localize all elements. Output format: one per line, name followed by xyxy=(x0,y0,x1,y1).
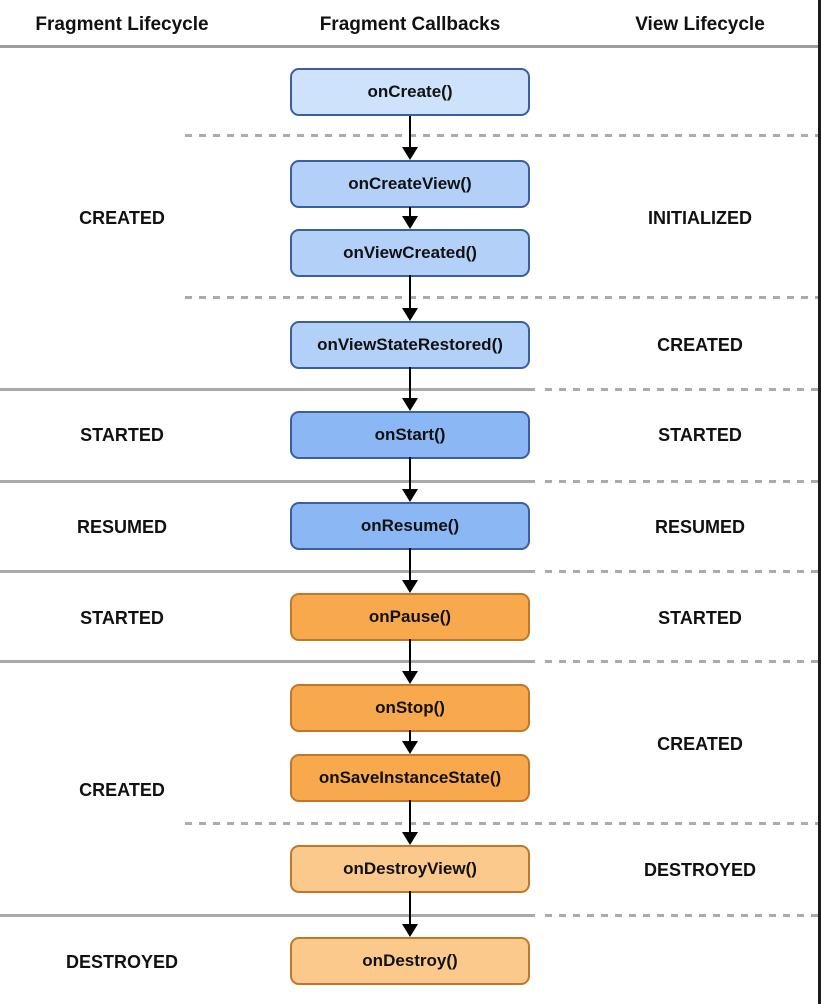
callback-box-oncreate: onCreate() xyxy=(290,68,530,116)
view-state-label: DESTROYED xyxy=(643,860,757,880)
callback-label: onStop() xyxy=(375,698,445,717)
divider-dashed xyxy=(545,480,821,483)
callback-label: onPause() xyxy=(368,607,452,626)
flow-arrow-icon xyxy=(401,730,419,754)
fragment-state-label: RESUMED xyxy=(76,517,167,537)
divider-solid xyxy=(0,914,535,917)
callback-label: onCreate() xyxy=(367,82,453,101)
divider-solid xyxy=(0,388,535,391)
divider-dashed xyxy=(545,914,821,917)
callback-label: onDestroy() xyxy=(362,951,458,970)
callback-box-onsaveinstancestate: onSaveInstanceState() xyxy=(290,754,530,802)
callback-label: onViewCreated() xyxy=(343,243,477,262)
window-right-edge xyxy=(818,0,821,1004)
fragment-state-label: CREATED xyxy=(79,780,165,800)
divider-solid xyxy=(0,660,535,663)
callback-label: onResume() xyxy=(360,516,460,535)
column-header-fragment-callbacks: Fragment Callbacks xyxy=(319,14,501,35)
divider-solid xyxy=(0,570,535,573)
divider-dashed xyxy=(545,660,821,663)
flow-arrow-icon xyxy=(401,548,419,593)
view-state-label: STARTED xyxy=(658,425,742,445)
divider-dashed xyxy=(185,134,821,137)
divider-dashed xyxy=(185,822,821,825)
flow-arrow-icon xyxy=(401,891,419,937)
fragment-state-label: CREATED xyxy=(79,208,165,228)
flow-arrow-icon xyxy=(401,367,419,411)
fragment-state-label: STARTED xyxy=(80,608,164,628)
callback-label: onSaveInstanceState() xyxy=(318,768,502,787)
column-header-fragment-lifecycle: Fragment Lifecycle xyxy=(35,14,209,35)
callback-label: onStart() xyxy=(374,425,446,444)
callback-box-oncreateview: onCreateView() xyxy=(290,160,530,208)
flow-arrow-icon xyxy=(401,275,419,321)
fragment-state-label: STARTED xyxy=(80,425,164,445)
callback-box-onresume: onResume() xyxy=(290,502,530,550)
callback-label: onViewStateRestored() xyxy=(317,335,503,354)
view-state-label: CREATED xyxy=(657,335,743,355)
fragment-state-label: DESTROYED xyxy=(65,952,179,972)
callback-box-onstop: onStop() xyxy=(290,684,530,732)
flow-arrow-icon xyxy=(401,800,419,845)
divider-dashed xyxy=(185,296,821,299)
callback-box-ondestroyview: onDestroyView() xyxy=(290,845,530,893)
view-state-label: RESUMED xyxy=(654,517,745,537)
callback-label: onDestroyView() xyxy=(343,859,477,878)
callback-box-ondestroy: onDestroy() xyxy=(290,937,530,985)
divider-solid xyxy=(0,480,535,483)
flow-arrow-icon xyxy=(401,639,419,684)
callback-box-onviewcreated: onViewCreated() xyxy=(290,229,530,277)
column-header-view-lifecycle: View Lifecycle xyxy=(635,14,765,35)
callback-box-onstart: onStart() xyxy=(290,411,530,459)
flow-arrow-icon xyxy=(401,207,419,229)
divider-header-solid xyxy=(0,45,821,48)
view-state-label: INITIALIZED xyxy=(648,208,752,228)
flow-arrow-icon xyxy=(401,457,419,502)
callback-box-onviewstaterestored: onViewStateRestored() xyxy=(290,321,530,369)
view-state-label: STARTED xyxy=(658,608,742,628)
callback-box-onpause: onPause() xyxy=(290,593,530,641)
callback-label: onCreateView() xyxy=(348,174,472,193)
flow-arrow-icon xyxy=(401,116,419,160)
divider-dashed xyxy=(545,388,821,391)
view-state-label: CREATED xyxy=(657,734,743,754)
divider-dashed xyxy=(545,570,821,573)
